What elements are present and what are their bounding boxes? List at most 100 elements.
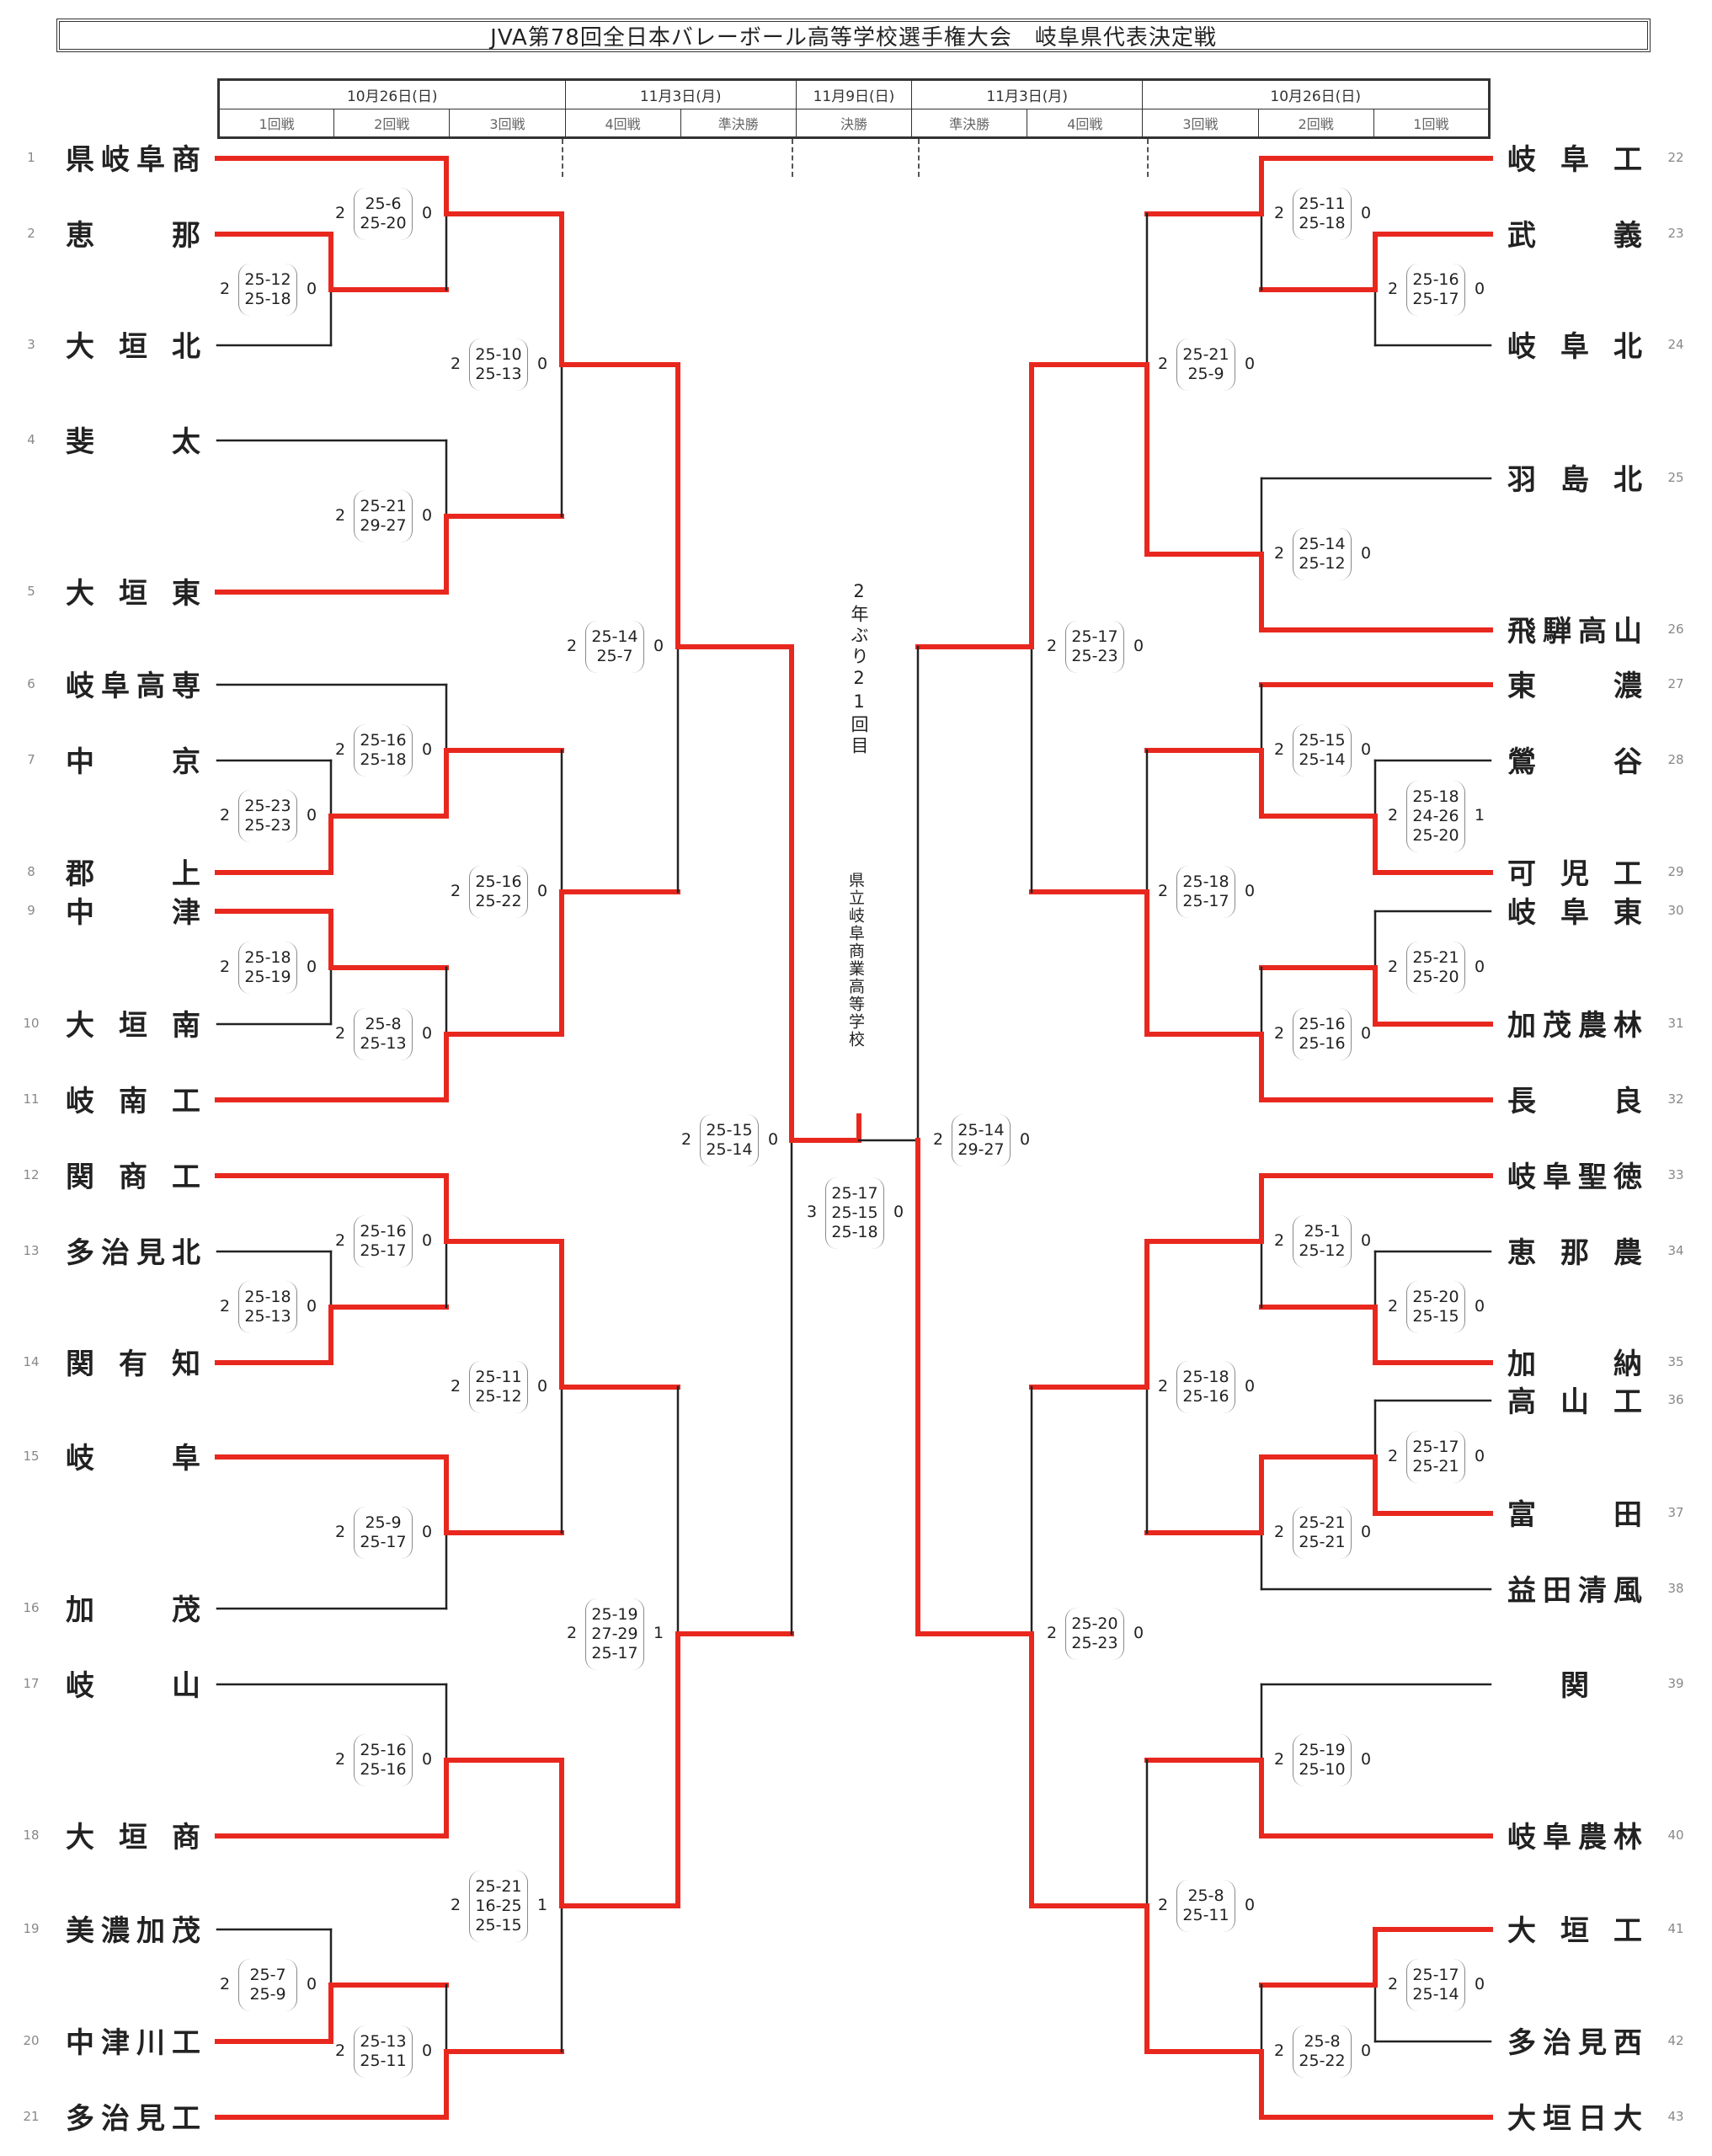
team-name: 鶯谷 <box>1507 742 1642 779</box>
set-score: 25-16 <box>1299 1034 1346 1053</box>
team-name: 多治見工 <box>66 2099 200 2136</box>
team-name-char: 県 <box>66 142 94 177</box>
set-score: 29-27 <box>957 1140 1005 1159</box>
sets-lost: 0 <box>307 1297 317 1315</box>
set-score: 25-22 <box>475 892 522 910</box>
set-score: 25-23 <box>1071 647 1118 665</box>
team-name-char: 多 <box>1507 2025 1536 2060</box>
set-score: 25-20 <box>1071 1614 1118 1633</box>
sets-won: 2 <box>335 204 346 222</box>
team-name-char: 岐 <box>66 1084 94 1118</box>
sets-lost: 0 <box>1475 1975 1485 1993</box>
sets-won: 2 <box>451 355 461 373</box>
team-name: 関有知 <box>66 1344 200 1381</box>
date-cell: 10月26日(日) <box>1142 78 1490 110</box>
set-score: 16-25 <box>475 1896 522 1915</box>
set-score: 25-8 <box>1304 2032 1341 2051</box>
team-name: 富田 <box>1507 1495 1642 1532</box>
sets-lost: 0 <box>1361 1231 1372 1250</box>
team-name-char: 垣 <box>1543 2101 1571 2136</box>
sets-won: 3 <box>807 1203 818 1221</box>
team-seed: 4 <box>27 432 35 447</box>
team-name-char: 長 <box>1507 1084 1536 1118</box>
sets-lost: 0 <box>307 280 317 298</box>
team-name-char: 高 <box>136 669 165 703</box>
team-name-char: 阜 <box>1543 1160 1571 1194</box>
team-name-char: 北 <box>1613 462 1642 497</box>
team-seed: 9 <box>27 903 35 918</box>
sets-lost: 0 <box>307 1975 317 1993</box>
round-cell: 4回戦 <box>1027 109 1144 138</box>
team-seed: 25 <box>1667 470 1684 485</box>
divider-dashed <box>918 139 920 177</box>
set-score: 25-8 <box>1187 1886 1224 1905</box>
team-name: 美濃加茂 <box>66 1911 200 1948</box>
set-score: 25-7 <box>249 1966 286 1984</box>
divider-dashed <box>1147 139 1149 177</box>
team-name-char: 農 <box>1578 1008 1607 1043</box>
team-name-char: 治 <box>101 2101 130 2136</box>
team-name: 中京 <box>66 742 200 779</box>
set-score: 25-20 <box>1412 825 1459 845</box>
team-name-char: 大 <box>66 576 94 611</box>
team-name: 関 <box>1507 1666 1642 1703</box>
team-name-char: 津 <box>172 895 200 930</box>
team-seed: 12 <box>23 1167 40 1182</box>
team-name-char: 関 <box>66 1347 94 1381</box>
set-score: 25-15 <box>1412 1307 1459 1326</box>
set-score: 29-27 <box>360 516 407 535</box>
team-name-char: 岐 <box>1507 142 1536 177</box>
team-name-char: 見 <box>136 1235 165 1270</box>
team-seed: 10 <box>23 1016 40 1031</box>
team-name-char: 上 <box>172 857 200 891</box>
sets-lost: 0 <box>537 882 548 900</box>
sets-won: 2 <box>567 637 578 655</box>
team-name-char: 多 <box>66 1235 94 1270</box>
divider-dashed <box>562 139 563 177</box>
sets-lost: 0 <box>893 1203 904 1221</box>
team-name-char: 多 <box>66 2101 94 2136</box>
sets-won: 2 <box>335 1750 346 1769</box>
set-score: 25-10 <box>1299 1760 1346 1779</box>
team-name: 岐阜工 <box>1507 140 1642 177</box>
team-name-char: 北 <box>172 1235 200 1270</box>
team-name-char: 治 <box>1543 2025 1571 2060</box>
team-name-char: 有 <box>119 1347 147 1381</box>
team-name: 恵那農 <box>1507 1233 1642 1270</box>
team-name-char: 垣 <box>119 576 147 611</box>
set-score: 25-18 <box>1182 873 1229 891</box>
team-name-char: 徳 <box>1613 1160 1642 1194</box>
team-seed: 19 <box>23 1921 40 1936</box>
sets-lost: 0 <box>307 958 317 976</box>
team-name-char: 岐 <box>1507 329 1536 364</box>
round-cell: 2回戦 <box>333 109 451 138</box>
set-score: 25-14 <box>1299 750 1346 769</box>
team-name-char: 太 <box>172 424 200 459</box>
team-seed: 31 <box>1667 1016 1684 1031</box>
team-name-char: 加 <box>1507 1347 1536 1381</box>
sets-won: 2 <box>1274 1024 1285 1043</box>
set-score: 25-17 <box>1412 1438 1459 1456</box>
team-name-char: 東 <box>1613 895 1642 930</box>
team-name-char: 南 <box>119 1084 147 1118</box>
set-score: 25-21 <box>1412 1457 1459 1476</box>
sets-lost: 0 <box>1361 1750 1372 1769</box>
set-score: 25-19 <box>244 968 291 986</box>
team-name-char: 関 <box>66 1160 94 1194</box>
team-name-char: 工 <box>1613 1385 1642 1419</box>
team-name-char: 聖 <box>1578 1160 1607 1194</box>
team-seed: 35 <box>1667 1354 1684 1369</box>
team-seed: 32 <box>1667 1091 1684 1107</box>
team-name-char: 岐 <box>66 669 94 703</box>
sets-lost: 0 <box>768 1130 779 1149</box>
set-score: 25-11 <box>1299 195 1346 213</box>
team-name: 益田清風 <box>1507 1571 1642 1608</box>
team-name-char: 阜 <box>172 1441 200 1476</box>
